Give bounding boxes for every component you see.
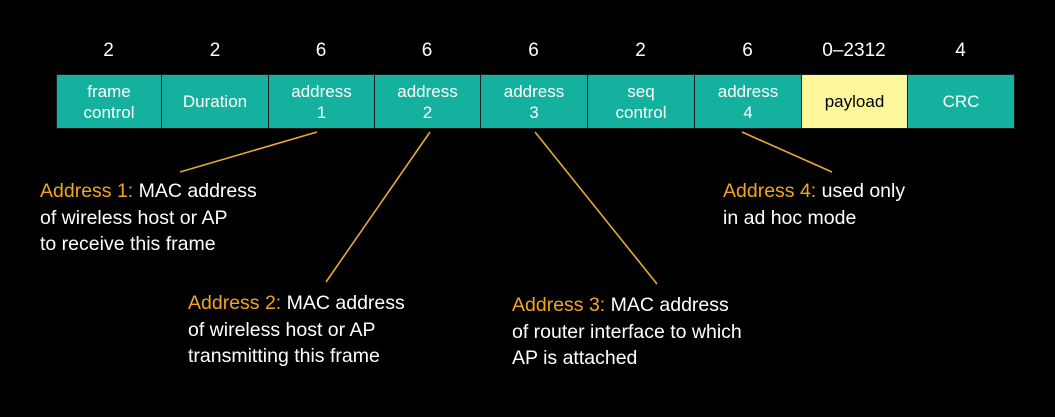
field-size: 2 <box>103 40 114 61</box>
callout-text: used only <box>816 180 906 202</box>
callout-text: MAC address <box>281 292 405 314</box>
callout-text: transmitting this frame <box>188 345 380 367</box>
field-duration: Duration <box>161 74 269 129</box>
field-label: Duration <box>182 92 248 111</box>
field-size: 6 <box>528 40 539 61</box>
field-label: payload <box>824 92 885 111</box>
callout-text: MAC address <box>133 180 257 202</box>
callout-text: of router interface to which <box>512 320 742 343</box>
field-address-3: address 3 <box>480 74 588 129</box>
callout-text: to receive this frame <box>40 233 216 255</box>
field-size: 2 <box>209 40 221 61</box>
field-label: address 1 <box>291 81 352 122</box>
field-size: 6 <box>421 40 433 61</box>
callout-address-2: Address 2: MAC address of wireless host … <box>188 290 405 370</box>
field-label: frame control <box>83 81 135 122</box>
field-size: 2 <box>635 40 646 61</box>
leader-line-address-2 <box>325 131 431 283</box>
leader-line-address-1 <box>179 131 318 173</box>
callout-address-4: Address 4: used only in ad hoc mode <box>723 178 905 231</box>
field-crc: CRC <box>907 74 1015 129</box>
callout-heading: Address 2: <box>188 292 282 314</box>
callout-heading: Address 3: <box>512 294 606 316</box>
field-label: seq control <box>615 81 667 122</box>
callout-text: of wireless host or AP <box>40 206 228 229</box>
callout-text: of wireless host or AP <box>188 318 376 341</box>
field-address-1: address 1 <box>268 74 375 129</box>
field-address-4: address 4 <box>694 74 802 129</box>
field-label: address 3 <box>503 81 565 122</box>
callout-address-3: Address 3: MAC address of router interfa… <box>512 292 742 372</box>
field-frame-control: frame control <box>56 74 162 129</box>
callout-heading: Address 4: <box>723 180 817 202</box>
field-size: 0–2312 <box>822 40 886 61</box>
callout-text: MAC address <box>605 294 729 316</box>
leader-line-address-4 <box>741 131 833 173</box>
field-payload: payload <box>801 74 908 129</box>
callout-heading: Address 1: <box>40 180 134 202</box>
callout-address-1: Address 1: MAC address of wireless host … <box>40 178 257 258</box>
leader-line-address-3 <box>534 131 658 285</box>
callout-text: AP is attached <box>512 347 638 369</box>
field-address-2: address 2 <box>374 74 481 129</box>
field-label: address 4 <box>717 81 779 122</box>
callout-text: in ad hoc mode <box>723 206 857 229</box>
field-seq-control: seq control <box>587 74 695 129</box>
field-size: 6 <box>315 40 327 61</box>
field-label: CRC <box>942 92 980 111</box>
field-size: 4 <box>955 40 966 61</box>
field-size: 6 <box>742 40 753 61</box>
field-label: address 2 <box>397 81 458 122</box>
